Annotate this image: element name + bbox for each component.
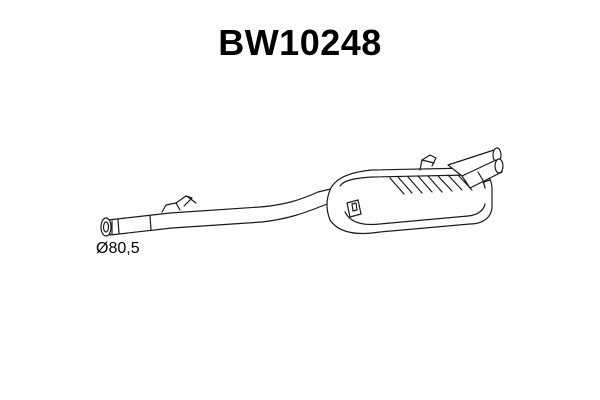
silencer-hanger <box>419 154 437 171</box>
inlet-pipe <box>107 187 339 236</box>
mounting-bracket <box>346 199 362 218</box>
tailpipe-lower <box>461 158 504 189</box>
silencer-box <box>326 167 493 235</box>
diameter-value: 80,5 <box>108 240 140 257</box>
tailpipe-clip <box>477 171 491 183</box>
part-number-title: BW10248 <box>218 22 382 63</box>
pipe-inlet-opening <box>100 217 112 237</box>
diameter-label: Ø80,5 <box>96 240 140 258</box>
diameter-symbol: Ø <box>96 240 109 257</box>
pipe-hanger-bracket <box>161 195 197 213</box>
